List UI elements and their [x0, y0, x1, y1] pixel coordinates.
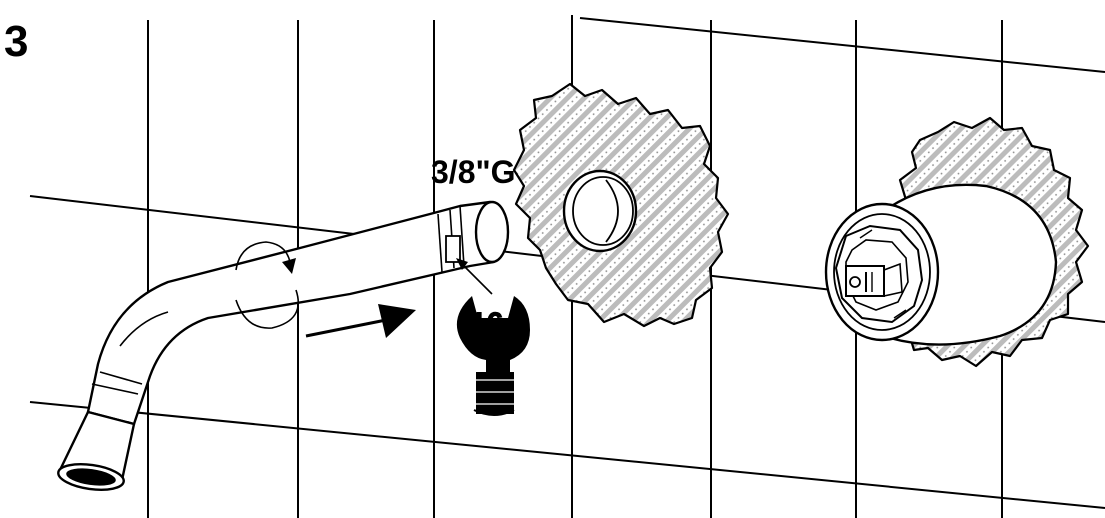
wrench-icon: 16 [456, 296, 530, 416]
rotation-arrow-icon [235, 241, 300, 329]
wrench-size-label: 16 [470, 307, 503, 340]
direction-arrow-icon [305, 304, 416, 338]
spout [57, 200, 510, 491]
leader-line [459, 261, 493, 295]
wall-rosette [512, 82, 730, 328]
thread-size-label: 3/8"G [431, 154, 516, 190]
wall-valve [824, 116, 1090, 368]
step-number: 3 [4, 17, 28, 66]
